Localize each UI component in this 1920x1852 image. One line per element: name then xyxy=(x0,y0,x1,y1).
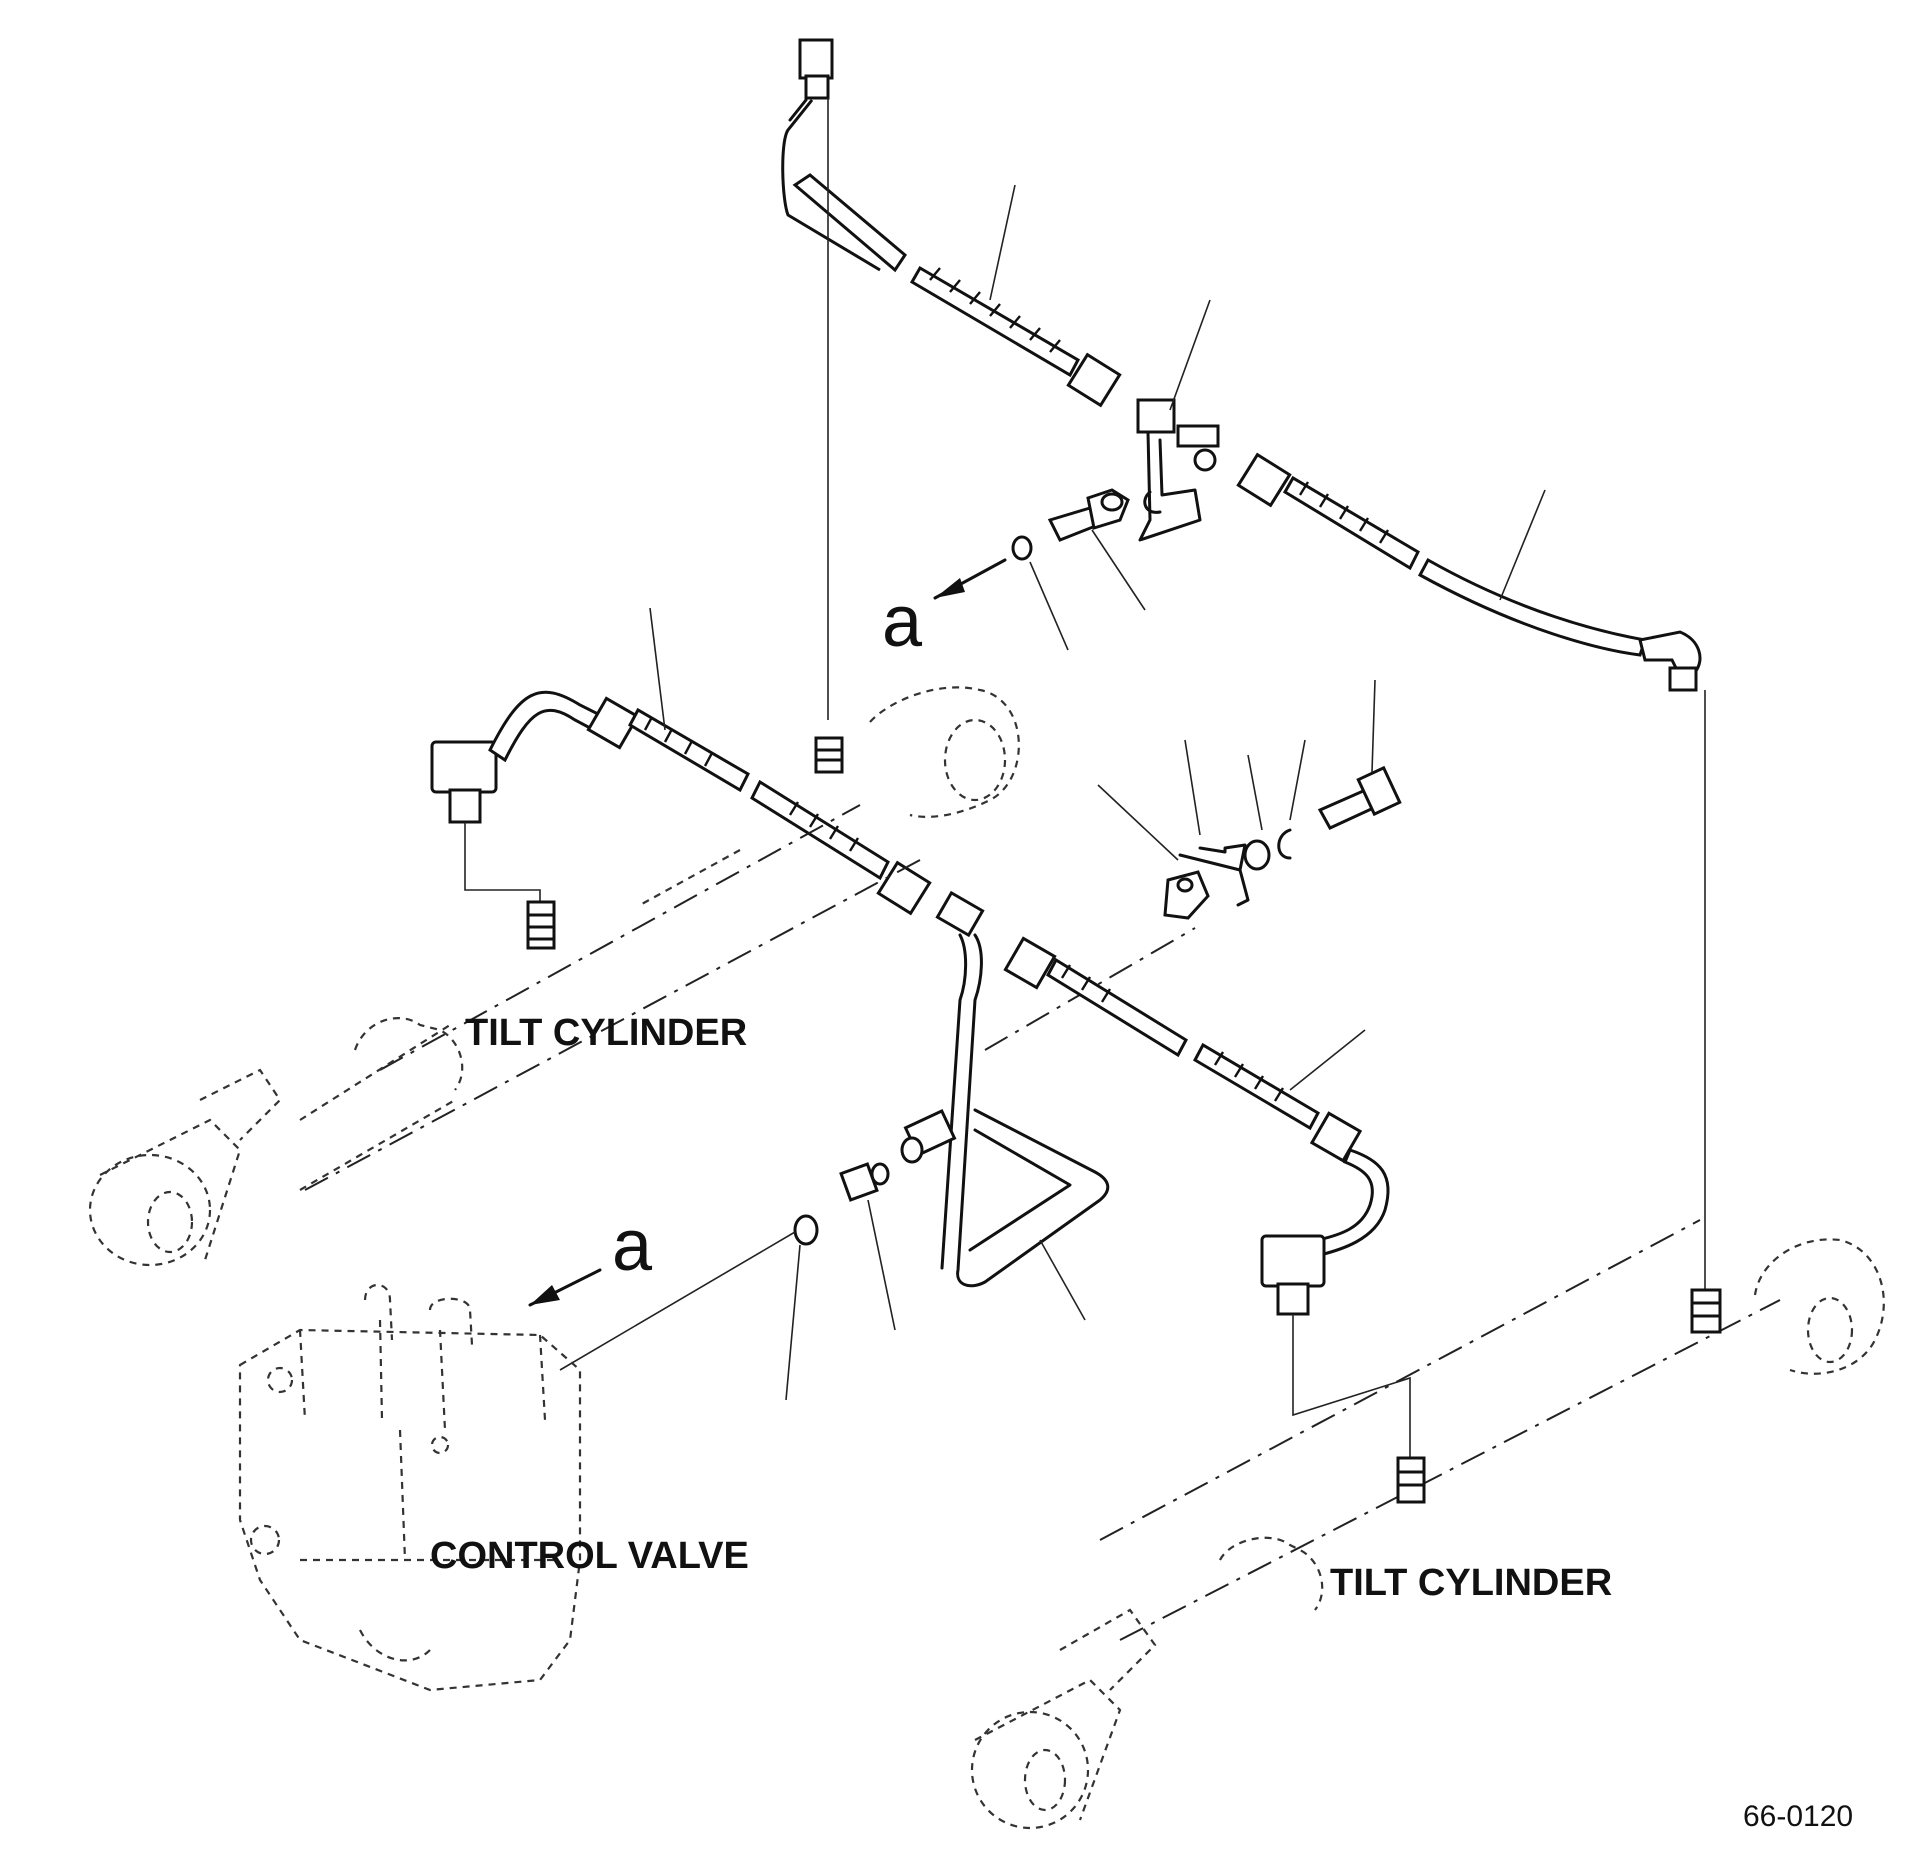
washer-spring xyxy=(1277,828,1292,860)
left-hose-block xyxy=(430,740,498,794)
middle-tee-top xyxy=(935,890,985,938)
leader-lower-o-ring xyxy=(785,1244,801,1401)
left-hose-bend xyxy=(488,690,603,763)
right-lower-hose-segment-a xyxy=(1046,957,1188,1058)
leader-spring-washer xyxy=(1289,739,1306,821)
control-valve xyxy=(238,1284,582,1692)
right-lower-hose-block-nut xyxy=(1276,1282,1310,1316)
leader-plate xyxy=(1184,739,1201,836)
left-hose-segment-b xyxy=(750,779,890,881)
leader-o-ring xyxy=(1029,561,1069,651)
left-center-hose xyxy=(430,607,932,916)
clamp-plate xyxy=(1178,843,1250,907)
right-cylinder-port-fitting-b xyxy=(1396,1456,1426,1504)
upper-elbow-fitting xyxy=(933,488,1146,651)
leader-left-hose xyxy=(649,607,666,731)
right-lower-hose-nut xyxy=(1003,936,1057,990)
upper-hose-nut xyxy=(804,74,830,100)
right-lower-hose xyxy=(1003,936,1411,1458)
label-tilt-cylinder-left: TILT CYLINDER xyxy=(465,1012,748,1054)
callout-a-upper: a xyxy=(882,582,923,662)
tee-block xyxy=(1136,398,1176,434)
right-cylinder-port-fitting-a xyxy=(1690,1288,1722,1334)
left-hose-segment-a xyxy=(628,707,750,793)
leader-elbow xyxy=(1091,529,1146,611)
arrow-a-upper-head xyxy=(935,578,965,598)
figure-number: 66-0120 xyxy=(1743,1800,1854,1833)
right-tilt-cylinder xyxy=(970,1219,1885,1830)
upper-hose-end-fitting xyxy=(798,38,834,80)
right-hose-top-nut xyxy=(1236,452,1292,508)
right-hose-elbow-nut xyxy=(1668,666,1698,692)
bolt-head xyxy=(1356,765,1402,817)
leader-lower-connector xyxy=(867,1199,896,1331)
upper-hose-assembly xyxy=(781,38,1122,408)
left-hose-dropline xyxy=(464,822,541,905)
left-tilt-cylinder xyxy=(88,804,921,1267)
left-hose-end-nut xyxy=(876,860,932,916)
lower-fittings xyxy=(528,1162,896,1401)
label-tilt-cylinder-right: TILT CYLINDER xyxy=(1330,1562,1613,1604)
tee-nipple xyxy=(1176,424,1220,448)
valve-port-line xyxy=(559,1231,796,1371)
center-tee-assembly xyxy=(1136,299,1220,542)
leader-right-lower-hose xyxy=(1289,1029,1366,1091)
left-hose-nut xyxy=(586,696,640,750)
upper-cylinder-ghost xyxy=(639,98,1020,906)
right-lower-dropline xyxy=(1292,1314,1411,1458)
upper-o-ring xyxy=(1011,535,1033,561)
upper-port-fitting xyxy=(814,736,844,774)
tee-bracket xyxy=(1138,430,1202,542)
left-hose-block-nut xyxy=(448,788,482,824)
clamp-block xyxy=(1163,870,1210,920)
arrow-a-lower-head xyxy=(530,1285,560,1305)
leader-right-hose xyxy=(1499,489,1546,601)
left-cylinder-port-fitting xyxy=(526,900,556,950)
right-lower-hose-end-nut xyxy=(1309,1111,1363,1163)
callout-a-lower: a xyxy=(612,1206,653,1286)
leader-clamp xyxy=(1097,784,1179,861)
leader-tee xyxy=(1169,299,1211,411)
leader-bolt xyxy=(1371,679,1376,773)
right-lower-hose-block xyxy=(1260,1234,1326,1288)
middle-tube xyxy=(956,933,1110,1288)
right-hose-segment-a xyxy=(1282,475,1420,571)
lower-o-ring xyxy=(793,1214,819,1246)
right-hose-segment-b xyxy=(1417,557,1647,657)
clamp-hardware xyxy=(1097,679,1402,920)
leader-upper-hose xyxy=(989,184,1016,301)
leader-middle-tube xyxy=(1039,1239,1086,1321)
right-lower-hose-bend xyxy=(1316,1148,1390,1257)
washer-flat xyxy=(1243,839,1271,871)
upper-hose-segment-a xyxy=(792,173,907,273)
label-control-valve: CONTROL VALVE xyxy=(430,1535,749,1577)
upper-hose-lower-nut xyxy=(1066,352,1122,408)
tee-plug xyxy=(1193,448,1217,472)
right-upper-hose xyxy=(1236,452,1706,1290)
leader-washer xyxy=(1247,754,1263,831)
middle-tube-assembly xyxy=(900,890,1196,1321)
upper-hose-segment-b xyxy=(909,265,1081,378)
